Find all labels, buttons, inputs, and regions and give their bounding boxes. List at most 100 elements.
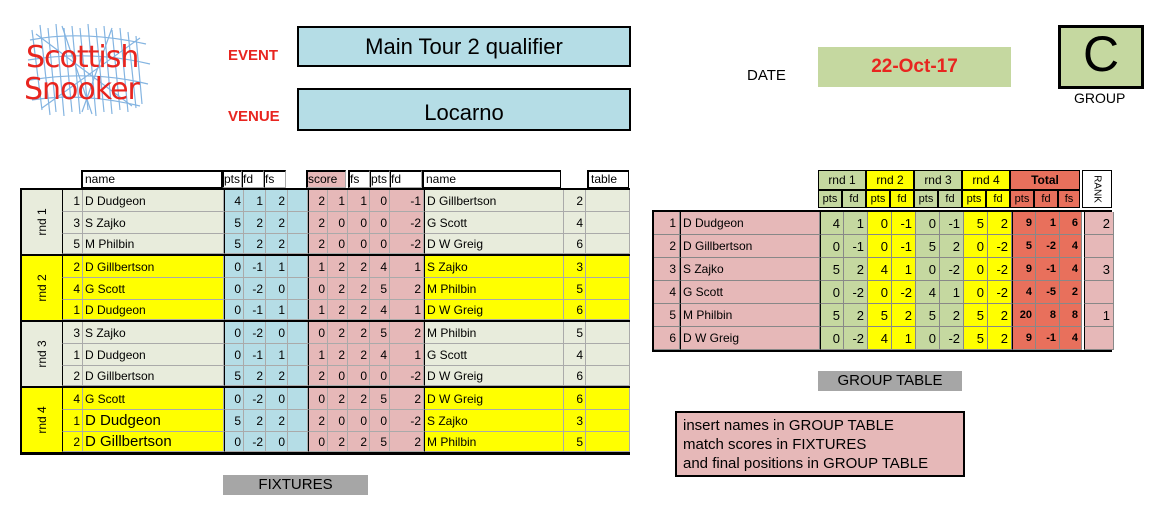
group-cell-r1p: 0	[820, 327, 844, 350]
group-cell-name[interactable]: D Gillbertson	[680, 235, 820, 258]
fixture-cell-sc1[interactable]: 1	[308, 256, 328, 278]
fixture-cell-sc2[interactable]: 2	[328, 388, 348, 410]
fixture-cell-name2: D W Greig	[424, 366, 564, 386]
group-cell-rank[interactable]	[1084, 327, 1114, 350]
group-cell-r2p: 0	[868, 235, 892, 258]
subheader-fd: fd	[1034, 190, 1058, 208]
fixture-cell-fs2: 0	[348, 212, 370, 234]
date-value[interactable]: 22-Oct-17	[818, 47, 1011, 87]
fixture-cell-pts: 0	[224, 300, 244, 320]
group-cell-tp: 9	[1012, 258, 1036, 281]
group-cell-tp: 20	[1012, 304, 1036, 327]
fixture-cell-fd2: 2	[390, 388, 424, 410]
fixture-cell-n1: 2	[62, 432, 83, 452]
fixture-cell-n1: 1	[62, 410, 83, 432]
fixture-cell-fs2: 2	[348, 300, 370, 320]
group-cell-r2f: -1	[892, 212, 916, 235]
fixture-spacer	[288, 278, 308, 300]
fixture-cell-sc1[interactable]: 0	[308, 388, 328, 410]
fixture-spacer	[586, 410, 630, 432]
fixture-cell-pts2: 5	[370, 432, 390, 452]
group-cell-rank[interactable]: 3	[1084, 258, 1114, 281]
group-cell-r1p: 0	[820, 281, 844, 304]
fixture-cell-fs2: 1	[348, 190, 370, 212]
fixture-cell-fs2: 2	[348, 344, 370, 366]
fixture-cell-name1: D Gillbertson	[83, 256, 224, 278]
fixture-cell-sc1[interactable]: 0	[308, 432, 328, 452]
group-cell-tf: -1	[1036, 327, 1060, 350]
fixture-cell-fs: 1	[266, 344, 288, 366]
group-cell-r3f: -2	[940, 327, 964, 350]
group-cell-r3p: 4	[916, 281, 940, 304]
fixture-spacer	[288, 366, 308, 386]
fixture-spacer	[586, 234, 630, 254]
subheader-pts: pts	[818, 190, 842, 208]
fixture-cell-sc1[interactable]: 2	[308, 410, 328, 432]
fixture-cell-sc2[interactable]: 2	[328, 278, 348, 300]
fixture-cell-sc2[interactable]: 2	[328, 344, 348, 366]
fixture-cell-sc1[interactable]: 2	[308, 212, 328, 234]
group-cell-rank[interactable]	[1084, 235, 1114, 258]
fixture-spacer	[586, 190, 630, 212]
fixture-cell-fd2: 1	[390, 344, 424, 366]
venue-value[interactable]: Locarno	[297, 88, 631, 131]
group-cell-rank[interactable]: 1	[1084, 304, 1114, 327]
group-cell-name[interactable]: G Scott	[680, 281, 820, 304]
group-cell-n: 4	[654, 281, 680, 304]
fixture-cell-sc2[interactable]: 0	[328, 212, 348, 234]
group-cell-name[interactable]: M Philbin	[680, 304, 820, 327]
event-value[interactable]: Main Tour 2 qualifier	[297, 26, 631, 67]
group-cell-r4p: 5	[964, 304, 988, 327]
fixture-spacer	[586, 278, 630, 300]
header-rnd2: rnd 2	[866, 170, 914, 190]
group-cell-r1p: 4	[820, 212, 844, 235]
fixture-cell-fd: -2	[244, 432, 266, 452]
fixture-spacer	[288, 410, 308, 432]
group-cell-rank[interactable]	[1084, 281, 1114, 304]
fixture-cell-fs: 0	[266, 322, 288, 344]
fixture-cell-name2: M Philbin	[424, 432, 564, 452]
fixture-cell-fs2: 0	[348, 234, 370, 254]
logo-line1: Scottish	[26, 40, 139, 75]
fixture-cell-fd: -2	[244, 322, 266, 344]
fixture-cell-sc2[interactable]: 1	[328, 190, 348, 212]
fixture-cell-sc1[interactable]: 1	[308, 344, 328, 366]
group-table-caption: GROUP TABLE	[818, 371, 962, 391]
fixture-cell-sc2[interactable]: 2	[328, 322, 348, 344]
group-cell-tp: 9	[1012, 327, 1036, 350]
fixture-cell-n2: 6	[564, 300, 586, 320]
fixture-cell-sc1[interactable]: 2	[308, 366, 328, 386]
fixture-cell-sc1[interactable]: 0	[308, 322, 328, 344]
round-label-1: rnd 1	[22, 190, 62, 256]
fixture-cell-sc2[interactable]: 2	[328, 256, 348, 278]
fixture-cell-sc2[interactable]: 0	[328, 410, 348, 432]
fixture-cell-pts2: 4	[370, 344, 390, 366]
fixture-cell-sc2[interactable]: 0	[328, 366, 348, 386]
group-cell-ts: 8	[1060, 304, 1082, 327]
fixture-cell-fs: 2	[266, 212, 288, 234]
round-label-text: rnd 3	[35, 340, 49, 368]
group-cell-name[interactable]: D Dudgeon	[680, 212, 820, 235]
header-rank: RANK	[1082, 170, 1112, 208]
fixture-cell-sc1[interactable]: 0	[308, 278, 328, 300]
group-cell-r1p: 5	[820, 304, 844, 327]
subheader-fd: fd	[938, 190, 962, 208]
fixture-cell-sc1[interactable]: 2	[308, 234, 328, 254]
group-cell-rank[interactable]: 2	[1084, 212, 1114, 235]
group-cell-name[interactable]: D W Greig	[680, 327, 820, 350]
group-cell-n: 2	[654, 235, 680, 258]
fixture-cell-sc1[interactable]: 1	[308, 300, 328, 320]
group-cell-r3f: 2	[940, 235, 964, 258]
fixture-cell-sc2[interactable]: 0	[328, 234, 348, 254]
fixture-cell-sc2[interactable]: 2	[328, 300, 348, 320]
fixture-cell-pts2: 0	[370, 234, 390, 254]
group-cell-name[interactable]: S Zajko	[680, 258, 820, 281]
fixture-cell-sc2[interactable]: 2	[328, 432, 348, 452]
fixtures-caption: FIXTURES	[223, 475, 368, 495]
fixture-cell-sc1[interactable]: 2	[308, 190, 328, 212]
fixture-cell-n1: 4	[62, 388, 83, 410]
